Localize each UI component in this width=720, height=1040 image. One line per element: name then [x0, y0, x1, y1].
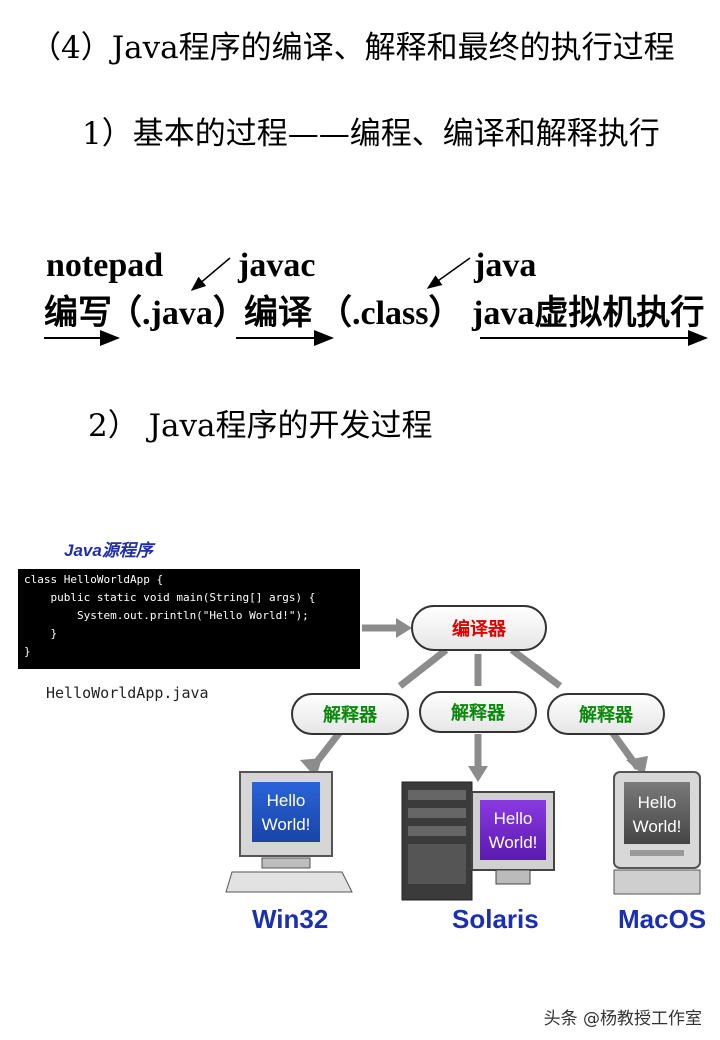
arrowhead [396, 618, 412, 638]
interpreter-box-win [291, 693, 409, 735]
section-1-heading: 1）基本的过程——编程、编译和解释执行 [30, 112, 700, 156]
code-line: } [24, 627, 58, 640]
platform-win32: Win32 [252, 904, 329, 934]
win32-computer-icon: Hello World! [225, 771, 353, 893]
platform-macos: MacOS [618, 904, 707, 934]
file-class: （.class） [318, 295, 463, 332]
step-exec: java虚拟机执行 [472, 295, 705, 332]
compile-diagram: 编译器 解释器 解释器 解释器 Hello World! Hello World… [225, 605, 701, 901]
tool-java: java [474, 247, 537, 284]
pointer-java [426, 257, 471, 289]
interpreter-label: 解释器 [323, 704, 378, 726]
flow-arrows [44, 257, 708, 346]
tool-notepad: notepad [46, 247, 164, 284]
platform-solaris: Solaris [452, 904, 539, 934]
code-block: class HelloWorldApp { public static void… [18, 569, 360, 669]
section-1-text: 1）基本的过程——编程、编译和解释执行 [82, 116, 660, 152]
code-line: System.out.println("Hello World!"); [24, 609, 309, 622]
step-write: 编写 [44, 295, 112, 332]
mac-computer-icon: Hello World! [613, 771, 701, 895]
screen-text: World! [262, 815, 311, 834]
tool-javac: javac [238, 247, 316, 284]
interpreter-box-mac [547, 693, 665, 735]
screen-text: Hello [494, 809, 533, 828]
code-line: class HelloWorldApp { [24, 573, 164, 586]
file-name: HelloWorldApp.java [46, 684, 209, 702]
code-line: public static void main(String[] args) { [24, 591, 316, 604]
step-compile: 编译 [244, 295, 312, 332]
section-2-heading: 2） Java程序的开发过程 [88, 408, 433, 444]
compiler-label: 编译器 [452, 618, 507, 640]
section-4-heading: （4）Java程序的编译、解释和最终的执行过程 [30, 30, 675, 66]
compiler-box [411, 605, 547, 651]
screen-text: World! [489, 833, 538, 852]
arrow-compiler-to-left [397, 647, 449, 689]
screen-text: Hello [267, 791, 306, 810]
pointer-javac [190, 257, 231, 291]
code-line: } [24, 645, 31, 658]
screen-text: World! [633, 817, 682, 836]
arrowhead [468, 766, 488, 782]
watermark: 头条 @杨教授工作室 [543, 1009, 702, 1029]
file-java: （.java） [108, 295, 247, 332]
arrow-compiler-to-right [509, 647, 563, 689]
screen-text: Hello [638, 793, 677, 812]
java-source-caption: Java源程序 [64, 541, 153, 560]
interpreter-label: 解释器 [579, 704, 634, 726]
interpreter-label: 解释器 [451, 702, 506, 724]
solaris-workstation-icon: Hello World! [401, 781, 555, 901]
interpreter-box-solaris [419, 691, 537, 733]
